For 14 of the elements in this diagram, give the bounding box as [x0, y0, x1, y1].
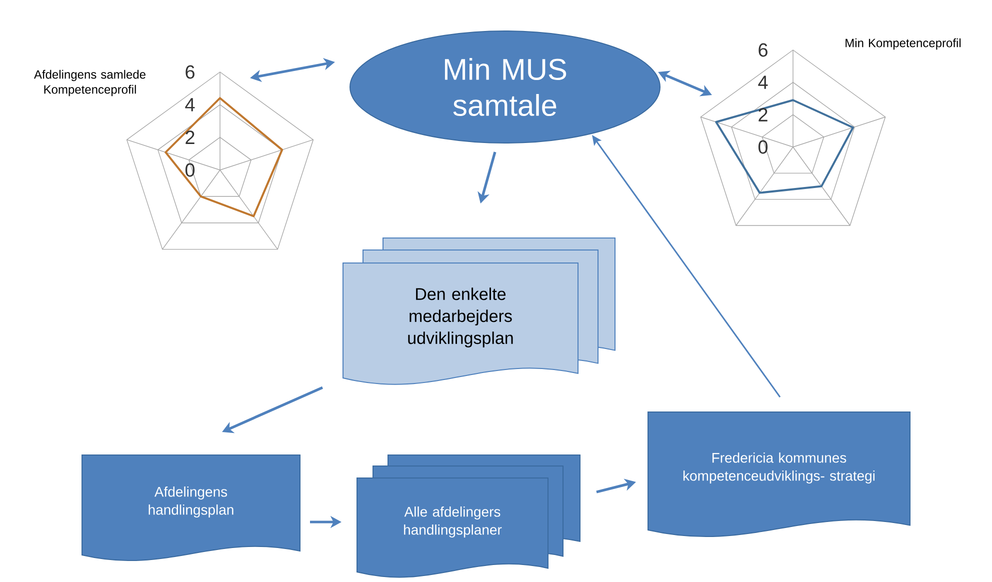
- document-stack: Alle afdelingers handlingsplaner: [356, 454, 580, 578]
- tick-label: 2: [758, 108, 768, 122]
- document-stack: Den enkelte medarbejders udviklingsplan: [342, 238, 616, 385]
- tick-label: 4: [758, 76, 768, 89]
- document-box: Afdelingens handlingsplan: [82, 454, 300, 561]
- tick-label: 4: [185, 98, 195, 112]
- node-label: Afdelingens samlede Kompetenceprofil: [34, 70, 146, 96]
- tick-label: 2: [186, 130, 194, 144]
- tick-label: 0: [758, 140, 768, 154]
- tick-label: 0: [185, 163, 195, 177]
- node-label: Min Kompetenceprofil: [846, 38, 961, 50]
- document-box: Fredericia kommunes kompetenceudviklings- strategi: [648, 412, 910, 537]
- tick-label: 6: [186, 65, 194, 79]
- tick-label: 6: [758, 43, 768, 57]
